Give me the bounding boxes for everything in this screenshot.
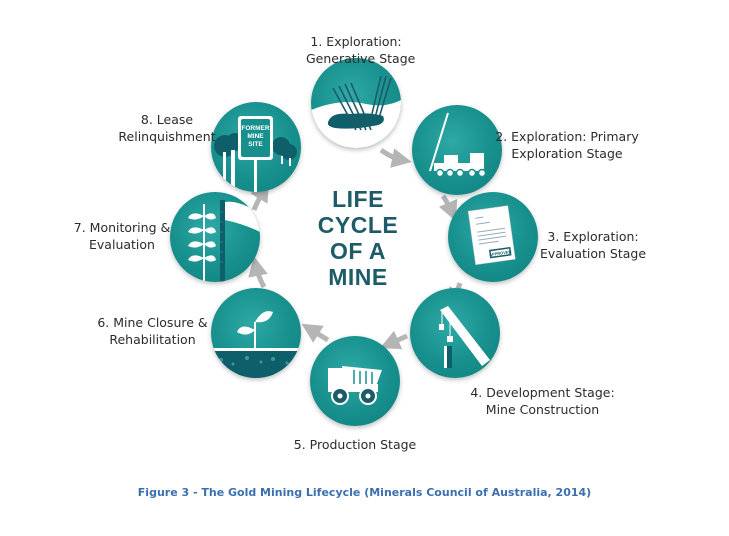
stage-2-label-line-2: Exploration Stage	[511, 146, 623, 161]
stage-4-circle	[410, 288, 500, 378]
stage-4-label-line-1: 4. Development Stage:	[470, 385, 615, 400]
stage-7-label-line-2: Evaluation	[89, 237, 155, 252]
stage-8-label: 8. Lease Relinquishment	[112, 111, 222, 145]
stage-7-label-line-1: 7. Monitoring &	[73, 220, 171, 235]
stage-2-circle	[412, 105, 502, 195]
stage-5-circle	[310, 336, 400, 426]
drill-rig-truck-icon	[429, 112, 487, 178]
stage-4-label-line-2: Mine Construction	[485, 402, 600, 417]
stage-1-circle	[311, 58, 401, 148]
stage-2-label: 2. Exploration: Primary Exploration Stag…	[492, 128, 642, 162]
stage-1-label: 1. Exploration: Generative Stage	[306, 33, 416, 67]
approved-document-icon: APPROVED	[467, 205, 516, 265]
stage-8-label-line-2: Relinquishment	[118, 129, 216, 144]
stage-3-label-line-2: Evaluation Stage	[539, 246, 647, 261]
stage-4-label: 4. Development Stage: Mine Construction	[470, 384, 615, 418]
arrow-2-to-3	[438, 194, 458, 222]
stage-1-label-line-1: 1. Exploration:	[310, 34, 402, 49]
center-title-line-2: CYCLE	[317, 212, 399, 238]
stage-6-label-line-2: Rehabilitation	[109, 332, 196, 347]
stage-6-circle	[211, 288, 301, 378]
arrow-7-to-8	[250, 181, 270, 211]
stage-5-label-line-1: 5. Production Stage	[293, 437, 417, 452]
figure-caption: Figure 3 - The Gold Mining Lifecycle (Mi…	[137, 486, 592, 499]
stage-6-label: 6. Mine Closure & Rehabilitation	[95, 314, 210, 348]
center-title-line-3: OF A	[329, 238, 387, 264]
stage-8-label-line-1: 8. Lease	[140, 112, 194, 127]
haul-truck-icon	[328, 366, 382, 405]
stage-6-label-line-1: 6. Mine Closure &	[97, 315, 208, 330]
stage-7-circle	[170, 192, 260, 282]
stage-3-label-line-1: 3. Exploration:	[547, 229, 639, 244]
stage-8-circle: FORMER MINE SITE	[211, 102, 301, 192]
arrow-6-to-7	[248, 256, 268, 289]
arrow-5-to-6	[301, 323, 330, 343]
svg-text:MINE: MINE	[247, 133, 264, 140]
stage-7-label: 7. Monitoring & Evaluation	[72, 219, 172, 253]
plant-measuring-ruler-icon	[188, 200, 260, 282]
svg-text:SITE: SITE	[248, 141, 263, 148]
seedling-icon	[211, 311, 301, 378]
center-title: LIFE CYCLE OF A MINE	[300, 186, 416, 290]
center-title-line-1: LIFE	[332, 186, 384, 212]
stage-3-label: 3. Exploration: Evaluation Stage	[538, 228, 648, 262]
arrow-1-to-2	[379, 147, 412, 168]
svg-text:FORMER: FORMER	[241, 125, 269, 132]
drilling-underground-orebody-icon	[311, 75, 401, 148]
stage-1-label-line-2: Generative Stage	[306, 51, 416, 66]
center-title-line-4: MINE	[328, 264, 388, 290]
stage-3-circle: APPROVED	[448, 192, 538, 282]
stage-2-label-line-1: 2. Exploration: Primary	[495, 129, 639, 144]
stage-5-label: 5. Production Stage	[290, 436, 420, 453]
svg-text:APPROVED: APPROVED	[489, 249, 512, 257]
construction-crane-icon	[439, 306, 490, 368]
former-mine-site-sign-icon: FORMER MINE SITE	[214, 116, 297, 192]
arrow-4-to-5	[379, 330, 409, 350]
